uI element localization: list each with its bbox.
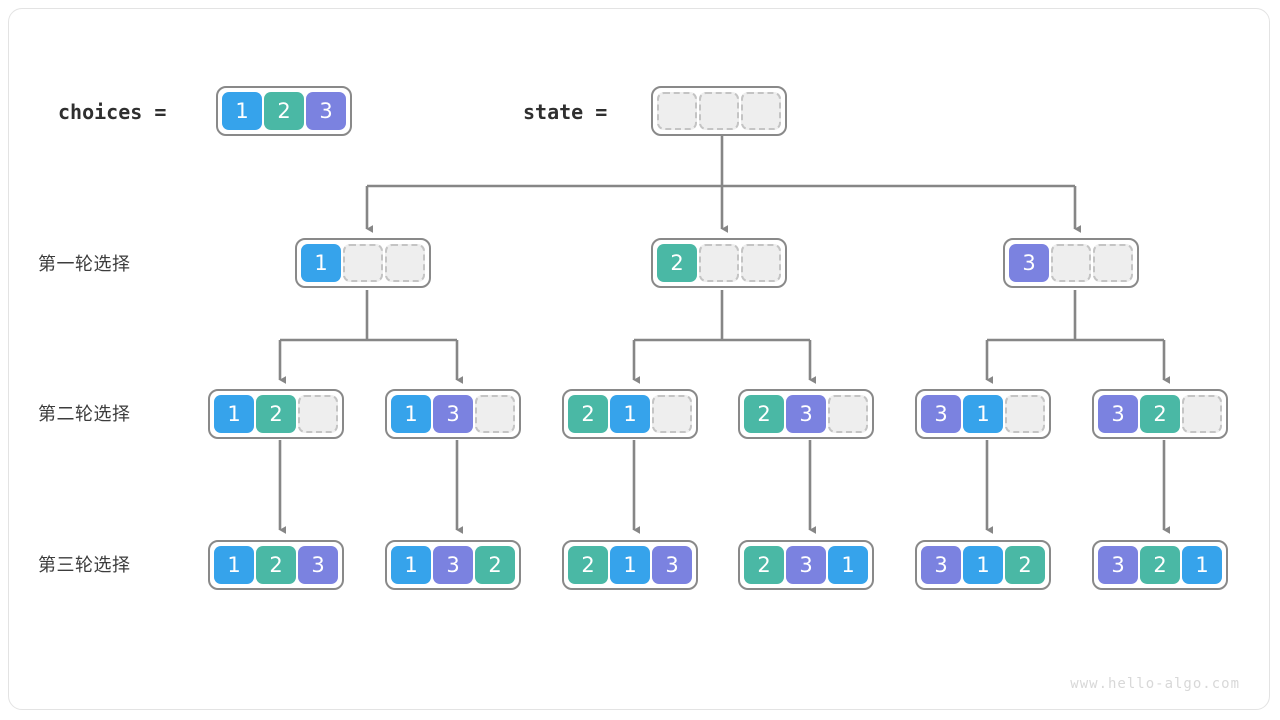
node-cell: 2 <box>1005 546 1045 584</box>
choices-cell: 3 <box>306 92 346 130</box>
state-cell <box>657 92 697 130</box>
state-cell <box>699 92 739 130</box>
watermark: www.hello-algo.com <box>1070 676 1240 692</box>
state-label: state = <box>523 100 608 124</box>
node-cell: 2 <box>1140 395 1180 433</box>
choices-cell: 2 <box>264 92 304 130</box>
node-cell <box>1051 244 1091 282</box>
round-3-node: 2 1 3 <box>562 540 698 590</box>
node-cell <box>699 244 739 282</box>
node-cell: 3 <box>433 546 473 584</box>
node-cell: 1 <box>963 395 1003 433</box>
node-cell: 3 <box>1098 546 1138 584</box>
node-cell: 2 <box>744 546 784 584</box>
node-cell: 1 <box>1182 546 1222 584</box>
round-3-node: 1 2 3 <box>208 540 344 590</box>
node-cell <box>741 244 781 282</box>
node-cell: 2 <box>568 546 608 584</box>
node-cell: 3 <box>786 546 826 584</box>
node-cell <box>1005 395 1045 433</box>
node-cell: 2 <box>744 395 784 433</box>
node-cell: 3 <box>921 395 961 433</box>
node-cell: 1 <box>214 546 254 584</box>
node-cell: 3 <box>786 395 826 433</box>
node-cell <box>475 395 515 433</box>
node-cell: 3 <box>921 546 961 584</box>
node-cell: 3 <box>1009 244 1049 282</box>
round-2-node: 2 3 <box>738 389 874 439</box>
round-3-node: 3 1 2 <box>915 540 1051 590</box>
row-label-round-2: 第二轮选择 <box>38 404 131 424</box>
node-cell: 1 <box>828 546 868 584</box>
node-cell: 1 <box>391 546 431 584</box>
choices-label: choices = <box>58 100 167 124</box>
diagram-frame <box>8 8 1270 710</box>
round-2-node: 3 1 <box>915 389 1051 439</box>
node-cell <box>343 244 383 282</box>
node-cell: 1 <box>610 395 650 433</box>
choices-cell: 1 <box>222 92 262 130</box>
round-2-node: 2 1 <box>562 389 698 439</box>
node-cell: 3 <box>1098 395 1138 433</box>
state-cell <box>741 92 781 130</box>
round-3-node: 2 3 1 <box>738 540 874 590</box>
state-array <box>651 86 787 136</box>
round-3-node: 1 3 2 <box>385 540 521 590</box>
node-cell: 1 <box>301 244 341 282</box>
round-1-node: 1 <box>295 238 431 288</box>
node-cell <box>298 395 338 433</box>
choices-array: 1 2 3 <box>216 86 352 136</box>
node-cell: 1 <box>391 395 431 433</box>
node-cell: 2 <box>657 244 697 282</box>
node-cell <box>1093 244 1133 282</box>
row-label-round-3: 第三轮选择 <box>38 555 131 575</box>
node-cell: 3 <box>298 546 338 584</box>
node-cell <box>385 244 425 282</box>
node-cell: 2 <box>256 395 296 433</box>
round-2-node: 1 3 <box>385 389 521 439</box>
node-cell: 3 <box>652 546 692 584</box>
node-cell: 1 <box>610 546 650 584</box>
node-cell <box>652 395 692 433</box>
node-cell: 2 <box>568 395 608 433</box>
node-cell: 2 <box>256 546 296 584</box>
node-cell: 2 <box>1140 546 1180 584</box>
node-cell: 1 <box>963 546 1003 584</box>
round-3-node: 3 2 1 <box>1092 540 1228 590</box>
node-cell: 1 <box>214 395 254 433</box>
node-cell <box>828 395 868 433</box>
round-2-node: 1 2 <box>208 389 344 439</box>
row-label-round-1: 第一轮选择 <box>38 254 131 274</box>
node-cell <box>1182 395 1222 433</box>
node-cell: 3 <box>433 395 473 433</box>
round-2-node: 3 2 <box>1092 389 1228 439</box>
round-1-node: 3 <box>1003 238 1139 288</box>
round-1-node: 2 <box>651 238 787 288</box>
node-cell: 2 <box>475 546 515 584</box>
